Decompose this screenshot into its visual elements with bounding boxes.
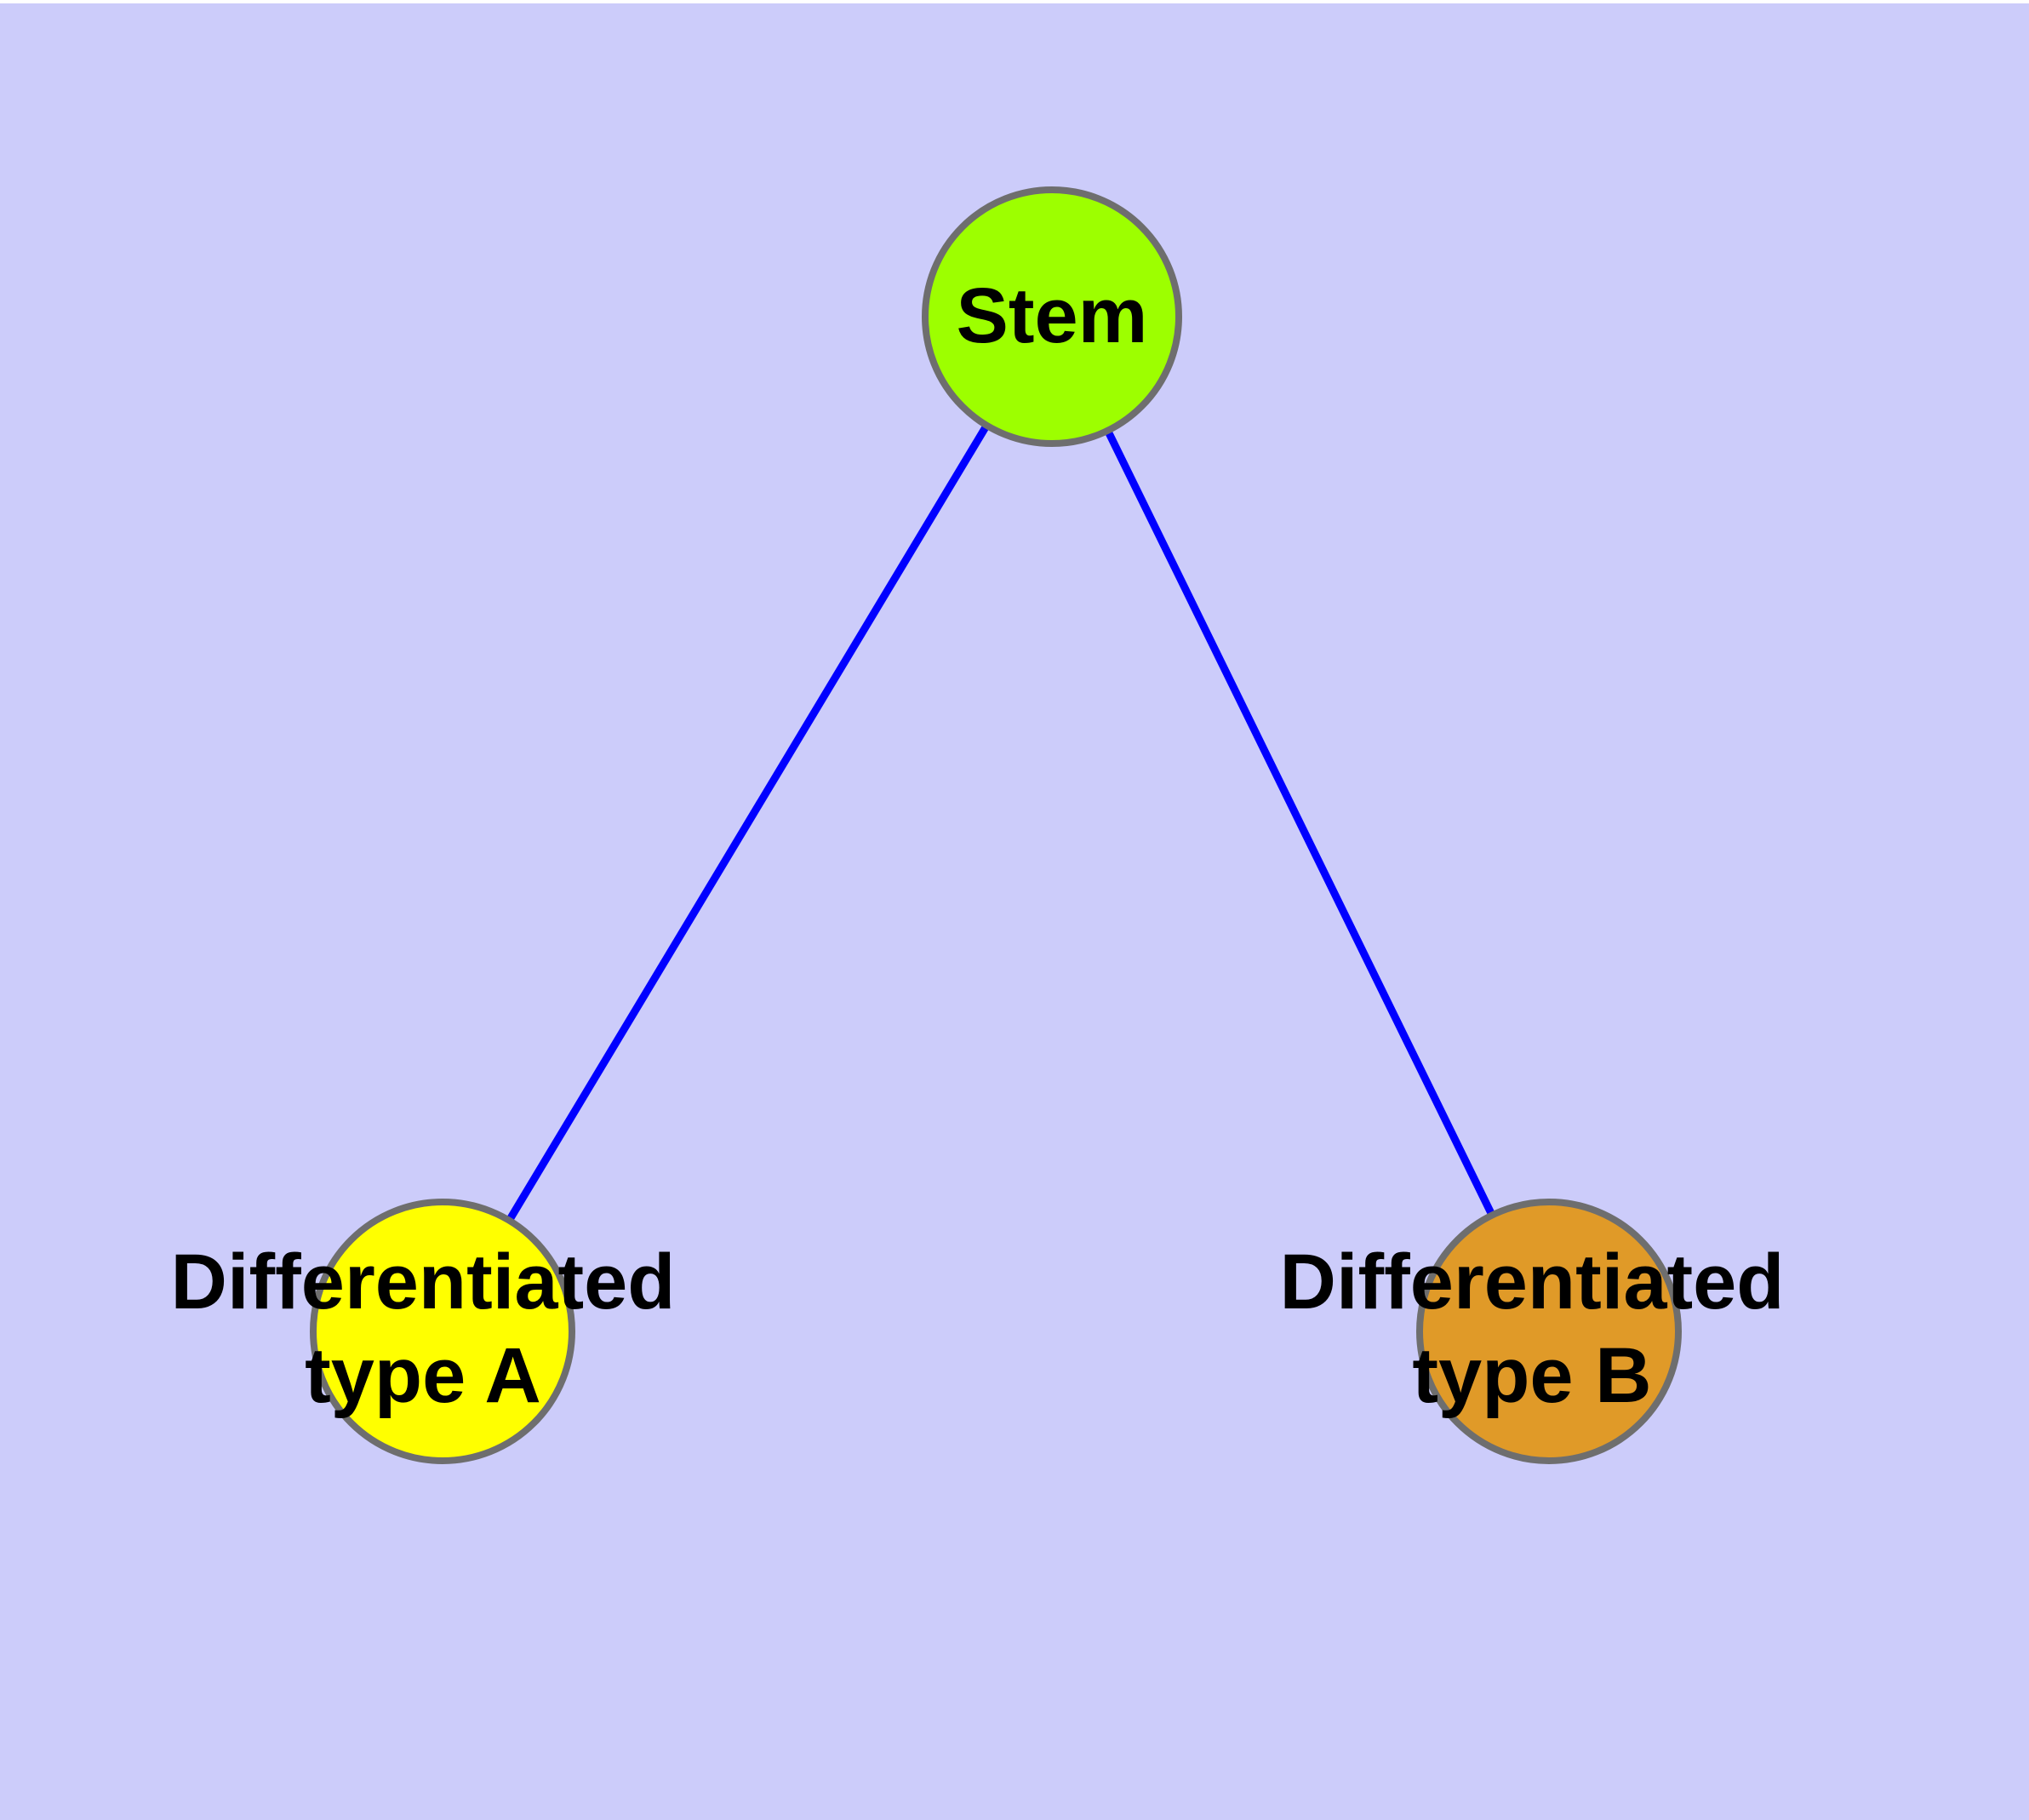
node-stem-circle[interactable] bbox=[922, 186, 1182, 447]
canvas-top-margin bbox=[0, 0, 2029, 3]
node-stem-label: Stem bbox=[957, 272, 1148, 359]
node-label-line: Stem bbox=[957, 272, 1148, 359]
node-differentiated-type-a-circle[interactable] bbox=[310, 1199, 575, 1464]
node-stem[interactable]: Stem bbox=[922, 186, 1182, 447]
node-label-line: type B bbox=[1412, 1332, 1651, 1419]
node-label-line: Differentiated bbox=[171, 1239, 676, 1325]
edge-stem-to-differentiated-type-a[interactable] bbox=[439, 314, 1055, 1334]
edge-layer bbox=[439, 314, 1553, 1334]
node-differentiated-type-b-circle[interactable] bbox=[1416, 1199, 1682, 1464]
edge-stem-to-differentiated-type-b[interactable] bbox=[1048, 315, 1553, 1333]
node-label-line: Differentiated bbox=[1280, 1239, 1785, 1325]
node-label-line: type A bbox=[305, 1332, 541, 1419]
